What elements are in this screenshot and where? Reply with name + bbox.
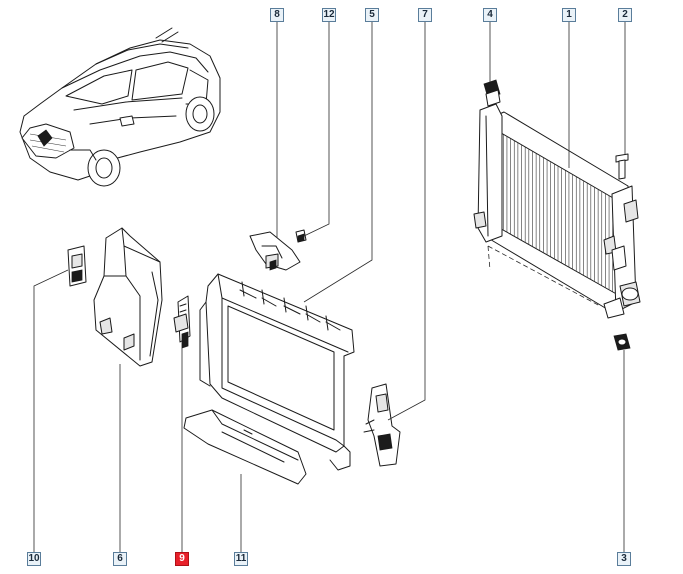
part-7-side-bracket — [363, 383, 401, 467]
callout-5[interactable]: 5 — [365, 8, 379, 22]
part-3-lower-mount — [613, 333, 631, 351]
callout-12[interactable]: 12 — [322, 8, 336, 22]
callout-2[interactable]: 2 — [618, 8, 632, 22]
part-12-clip — [295, 229, 307, 243]
callout-4[interactable]: 4 — [483, 8, 497, 22]
part-10-bracket — [67, 245, 87, 287]
callout-3[interactable]: 3 — [617, 552, 631, 566]
part-6-side-deflector — [93, 227, 163, 367]
callout-7[interactable]: 7 — [418, 8, 432, 22]
part-4-top-mount — [483, 79, 501, 107]
callout-11[interactable]: 11 — [234, 552, 248, 566]
callout-1[interactable]: 1 — [562, 8, 576, 22]
part-5-radiator-frame — [199, 273, 355, 471]
part-2-bolt — [615, 153, 629, 180]
part-8-upper-bracket — [249, 231, 301, 271]
leader-lines — [33, 22, 626, 552]
callout-9-selected[interactable]: 9 — [175, 552, 189, 566]
callout-8[interactable]: 8 — [270, 8, 284, 22]
part-1-radiator — [473, 103, 641, 319]
callout-10[interactable]: 10 — [27, 552, 41, 566]
callout-6[interactable]: 6 — [113, 552, 127, 566]
part-9-bracket — [173, 295, 191, 349]
vehicle-illustration — [19, 27, 221, 187]
part-11-lower-deflector — [183, 409, 307, 485]
